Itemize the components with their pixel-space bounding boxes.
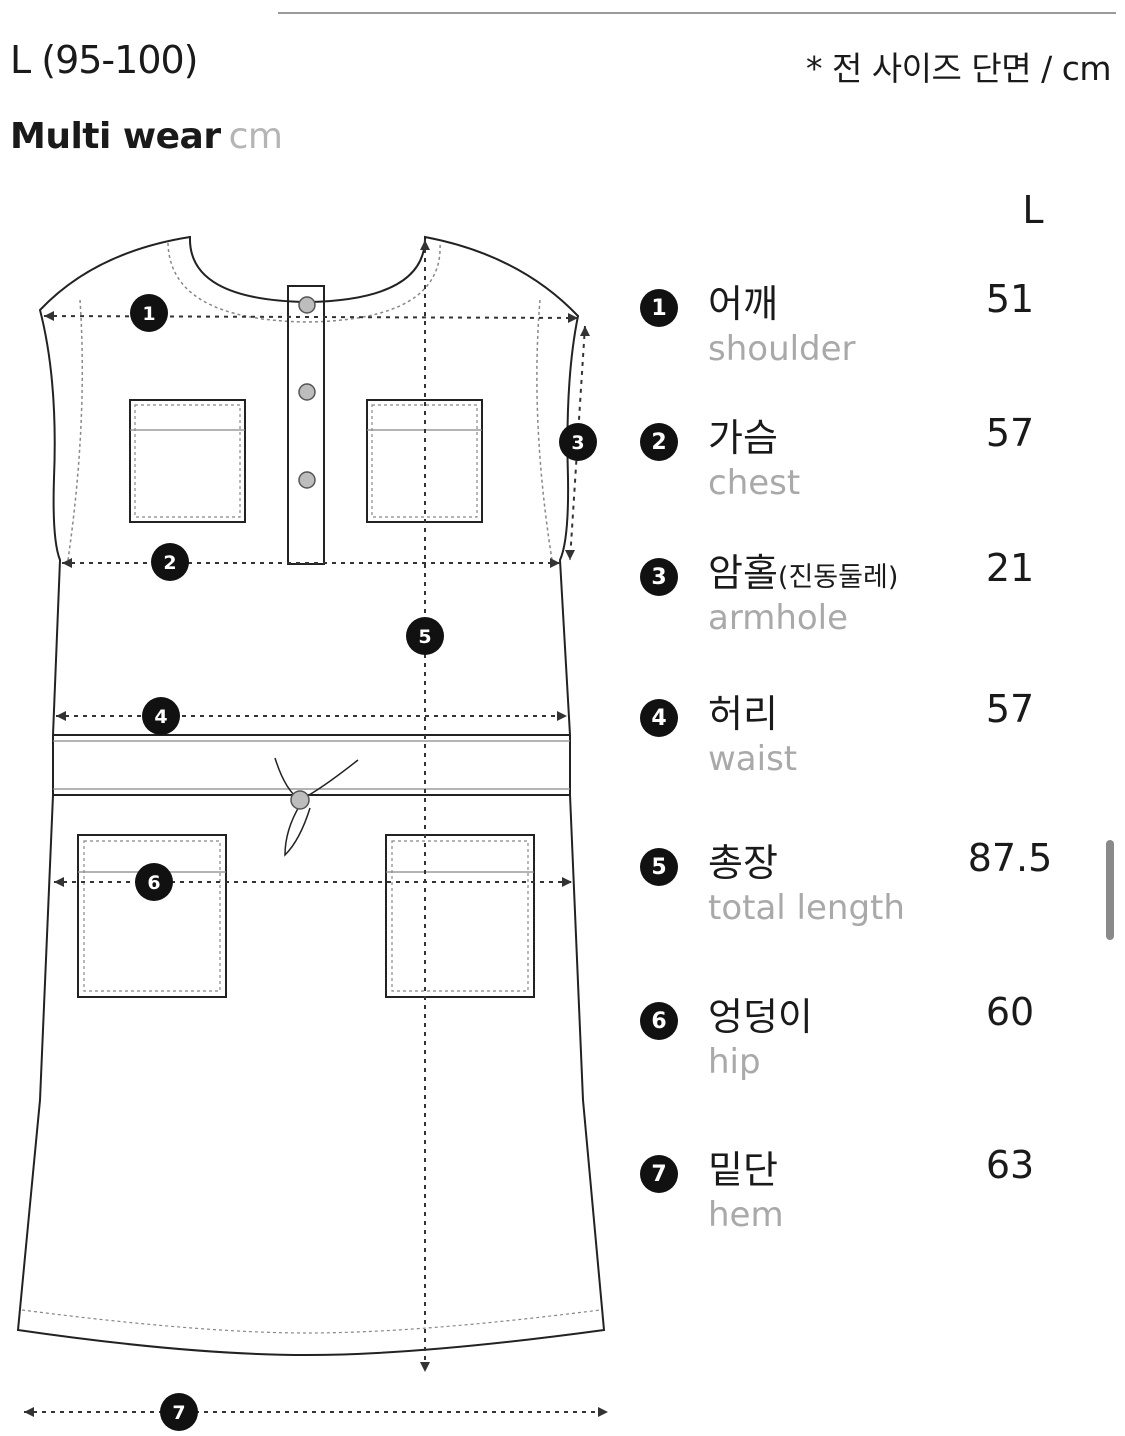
measurement-value: 60 [985,990,1035,1034]
svg-text:5: 5 [418,626,431,648]
marker-1: 1 [130,294,168,332]
svg-text:6: 6 [147,872,160,894]
measure-line-shoulder [43,315,579,319]
label-korean-text: 암홀 [708,551,778,595]
measurement-row-waist: 4 허리 waist 57 [640,687,1080,799]
label-english: armhole [708,598,849,638]
label-korean-text: 허리 [708,692,778,736]
size-title: L (95-100) [10,38,198,82]
number-badge: 6 [640,1002,678,1040]
scrollbar-thumb[interactable] [1106,840,1114,940]
measurement-row-chest: 2 가슴 chest 57 [640,411,1080,523]
label-korean: 엉덩이 [708,986,813,1041]
label-english: chest [708,463,801,503]
drawstring [274,757,359,801]
svg-text:7: 7 [172,1402,185,1424]
dress-outline [16,235,606,1357]
top-divider [278,12,1116,14]
number-badge: 4 [640,699,678,737]
measurement-value: 63 [985,1143,1035,1187]
pocket-lower-left [77,834,227,998]
button [298,383,316,401]
measurement-value: 21 [985,546,1035,590]
label-korean: 암홀(진동둘레) [708,542,898,597]
measurement-value: 87.5 [967,836,1053,880]
number-badge: 3 [640,558,678,596]
label-korean-text: 총장 [708,841,778,885]
measurement-value: 51 [985,277,1035,321]
cross-section-note: * 전 사이즈 단면 / cm [805,49,1112,88]
label-korean-text: 밑단 [708,1148,778,1192]
marker-7: 7 [160,1393,198,1431]
hem-stitch [21,1309,601,1334]
measurement-value: 57 [985,411,1035,455]
cord-stopper [290,790,310,810]
measurement-row-armhole: 3 암홀(진동둘레) armhole 21 [640,546,1080,658]
label-korean-sub: (진동둘레) [777,562,899,593]
label-english: hip [708,1042,761,1082]
measurement-row-hem: 7 밑단 hem 63 [640,1143,1080,1255]
label-korean: 총장 [708,832,778,887]
svg-text:1: 1 [142,303,155,325]
section-unit: cm [228,116,283,157]
section-title-text: Multi wear [10,116,221,157]
label-korean: 밑단 [708,1139,778,1194]
armhole-right-trim [536,299,553,561]
label-korean: 허리 [708,683,778,738]
number-badge: 1 [640,289,678,327]
number-badge: 7 [640,1155,678,1193]
label-korean-text: 가슴 [708,416,778,460]
label-korean: 가슴 [708,407,778,462]
diagram-markers: 1 2 3 4 5 6 7 [130,294,597,1431]
neck-trim [167,242,441,323]
label-korean-text: 엉덩이 [708,995,813,1039]
svg-text:2: 2 [163,552,176,574]
pocket-lower-right [385,834,535,998]
number-badge: 2 [640,423,678,461]
armhole-left-trim [67,299,84,561]
svg-text:4: 4 [154,706,167,728]
label-korean-text: 어깨 [708,282,778,326]
marker-6: 6 [135,863,173,901]
marker-4: 4 [142,697,180,735]
measurement-row-shoulder: 1 어깨 shoulder 51 [640,277,1080,389]
placket [287,285,325,565]
pocket-upper-left [129,399,246,523]
marker-5: 5 [406,617,444,655]
label-korean: 어깨 [708,273,778,328]
marker-3: 3 [559,423,597,461]
dress-diagram: 1 2 3 4 5 6 7 [16,235,608,1431]
measurement-value: 57 [985,687,1035,731]
button [298,471,316,489]
measurement-row-total-length: 5 총장 total length 87.5 [640,836,1080,948]
label-english: total length [708,888,905,928]
measurement-row-hip: 6 엉덩이 hip 60 [640,990,1080,1102]
label-english: hem [708,1195,784,1235]
button [298,296,316,314]
marker-2: 2 [151,543,189,581]
label-english: waist [708,739,798,779]
label-english: shoulder [708,329,856,369]
svg-text:3: 3 [571,432,584,454]
size-column-header: L [1022,188,1044,232]
number-badge: 5 [640,848,678,886]
